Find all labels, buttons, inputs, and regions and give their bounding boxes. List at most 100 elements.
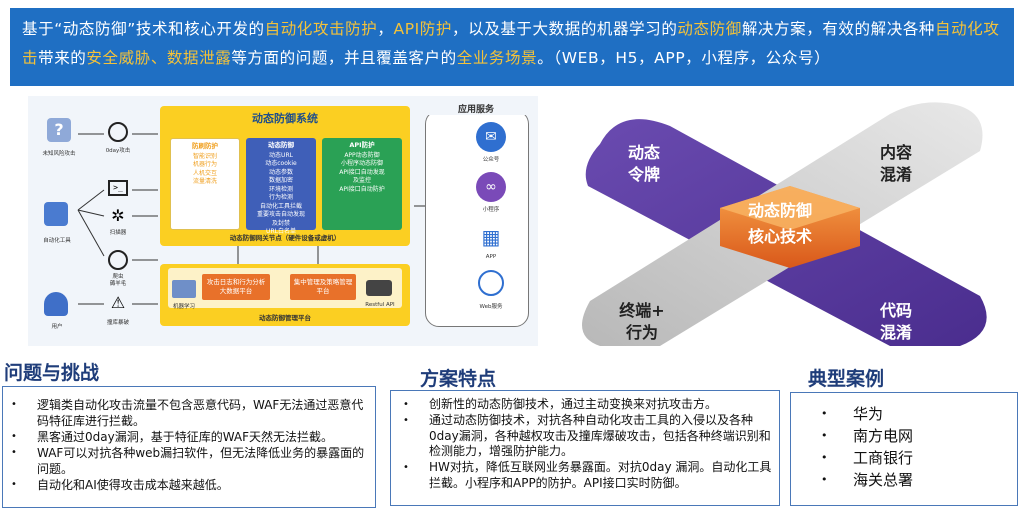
warning-icon: ⚠ (110, 293, 126, 312)
feature-item: • 创新性的动态防御技术，通过主动变换来对抗攻击方。 (391, 397, 779, 413)
case-item: •海关总署 (791, 469, 1017, 491)
machine-learning-label: 机器学习 (172, 304, 195, 310)
panel-dynamic-defense-title: 动态防御 (268, 141, 294, 149)
challenge-item-text: 逻辑类自动化攻击流量不包含恶意代码，WAF无法通过恶意代码特征库进行拦截。 (37, 398, 364, 428)
source-label-unknown: 未知风险攻击 (42, 151, 76, 157)
mini-program-icon: ∞ (476, 172, 506, 202)
panel-line: 人机交互 (192, 169, 217, 177)
banner-highlight: 安全威胁、数据泄露 (86, 49, 232, 67)
official-account-icon: ✉ (476, 122, 506, 152)
question-icon: ? (47, 118, 71, 142)
label-content-obfuscation: 内容 混淆 (866, 142, 926, 186)
bullet-icon: • (403, 399, 409, 410)
service-label-web: Web服务 (479, 304, 503, 310)
banner-highlight: 动态防御 (677, 20, 742, 38)
panel-line: 动态参数 (268, 168, 293, 176)
bullet-icon: • (821, 473, 828, 486)
terminal-icon: >_ (108, 180, 128, 196)
challenge-item: • WAF可以对抗各种web漏扫软件，但无法降低业务的暴露面的问题。 (3, 445, 375, 477)
case-item-text: 工商银行 (853, 449, 914, 467)
panel-line: 机器行为 (192, 161, 217, 168)
case-item-text: 华为 (853, 405, 884, 423)
label-dynamic-token: 动态 令牌 (614, 142, 674, 186)
challenges-box: • 逻辑类自动化攻击流量不包含恶意代码，WAF无法通过恶意代码特征库进行拦截。 • 黑… (2, 386, 376, 508)
feature-item-text: 创新性的动态防御技术，通过主动变换来对抗攻击方。 (429, 397, 718, 411)
challenge-item-text: 黑客通过0day漏洞，基于特征库的WAF天然无法拦截。 (37, 430, 334, 444)
banner-text: 等方面的问题，并且覆盖客户的 (231, 49, 457, 67)
label-dynamic-token-2: 令牌 (627, 165, 660, 184)
core-tech-line1: 动态防御 (747, 201, 812, 220)
label-code-obfuscation-2: 混淆 (879, 323, 912, 342)
challenge-item-text: 自动化和AI使得攻击成本越来越低。 (37, 478, 229, 492)
panel-line: API接口自动发现 (339, 168, 385, 176)
feature-item: •HW对抗，降低互联网业务暴露面。对抗0day 漏洞。自动化工具拦截。小程序和A… (391, 460, 779, 492)
app-icon: ▦ (481, 225, 501, 249)
machine-learning-icon (172, 280, 196, 298)
policy-platform-box: 集中管理及策略管理 平台 (290, 274, 356, 300)
threat-label-0day: 0day攻击 (105, 148, 131, 154)
label-dynamic-token-1: 动态 (627, 143, 660, 162)
challenge-item-text: WAF可以对抗各种web漏扫软件，但无法降低业务的暴露面的问题。 (37, 446, 365, 476)
challenges-title: 问题与挑战 (4, 362, 100, 384)
bullet-icon: • (11, 447, 17, 458)
bullet-icon: • (11, 399, 17, 410)
banner-highlight: 全业务场景 (456, 49, 538, 67)
case-item: •南方电网 (791, 425, 1017, 447)
header-banner: 基于“动态防御”技术和核心开发的自动化攻击防护，API防护，以及基于大数据的机器… (10, 8, 1014, 86)
globe-icon (108, 250, 128, 270)
panel-line: 动态cookie (265, 160, 297, 167)
service-label-official-account: 公众号 (482, 157, 500, 163)
label-code-obfuscation-1: 代码 (879, 301, 912, 320)
label-content-obfuscation-2: 混淆 (879, 165, 912, 184)
panel-line: 重要攻击自动发现 (256, 211, 305, 218)
bullet-icon: • (821, 407, 828, 420)
panel-anti-brush: 防刷防护 智能识别机器行为人机交互流量清洗 (170, 138, 240, 230)
case-item: • 华为 (791, 403, 1017, 425)
service-label-app: APP (485, 254, 497, 260)
label-code-obfuscation: 代码 混淆 (866, 300, 926, 344)
challenge-item: • 逻辑类自动化攻击流量不包含恶意代码，WAF无法通过恶意代码特征库进行拦截。 (3, 397, 375, 429)
core-tech-line2: 核心技术 (747, 227, 812, 246)
restful-api-icon (366, 280, 392, 296)
panel-line: 及监控 (352, 177, 371, 184)
bullet-icon: • (11, 479, 17, 490)
cases-box: •华为•南方电网•工商银行•海关总署 (790, 392, 1018, 506)
label-terminal-behavior-1: 终端+ (619, 301, 665, 320)
gateway-node-label: 动态防御网关节点（硬件设备或虚机） (229, 234, 341, 242)
label-content-obfuscation-1: 内容 (879, 143, 912, 162)
banner-text: ，以及基于大数据的机器学习的 (452, 20, 678, 38)
panel-line: 小程序动态防御 (340, 160, 383, 167)
web-service-icon (478, 270, 504, 296)
feature-item-text: 通过动态防御技术，对抗各种自动化攻击工具的入侵以及各种0day漏洞，各种越权攻击… (429, 412, 771, 459)
panel-line: 及封禁 (271, 219, 290, 227)
features-title: 方案特点 (420, 368, 497, 390)
bug-icon: ✲ (111, 206, 125, 225)
users-icon (44, 292, 68, 316)
banner-text: 。（WEB，H5，APP，小程序，公众号） (537, 49, 831, 67)
banner-text: 基于“动态防御”技术和核心开发的 (22, 20, 265, 38)
service-label-mini-program: 小程序 (482, 207, 500, 213)
panel-line: 环境检测 (268, 185, 293, 193)
threat-label-scanner: 扫描器 (109, 230, 127, 236)
threat-label-bruteforce: 撞库暴破 (106, 320, 129, 326)
banner-text: 解决方案，有效的解决各种 (741, 20, 936, 38)
cases-title: 典型案例 (808, 368, 885, 390)
banner-text: ， (377, 20, 394, 38)
panel-line: 动态URL (269, 151, 293, 159)
bullet-icon: • (821, 429, 828, 442)
bullet-icon: • (403, 462, 409, 474)
core-tech-cross (582, 102, 987, 346)
core-tech-label: 动态防御 核心技术 (720, 198, 840, 250)
panel-line: 行为检测 (268, 194, 293, 201)
analysis-platform-box: 攻击日志和行为分析 大数据平台 (202, 274, 270, 300)
panel-line: 智能识别 (192, 152, 217, 160)
threat-label-crawler: 爬虫 薅羊毛 (109, 274, 127, 287)
bullet-icon: • (403, 414, 409, 426)
management-platform-title: 动态防御管理平台 (259, 314, 311, 322)
panel-line: APP动态防御 (344, 151, 380, 159)
label-terminal-behavior-2: 行为 (625, 323, 658, 342)
features-list: • 创新性的动态防御技术，通过主动变换来对抗攻击方。 • 通过动态防御技术，对抗各种自… (391, 397, 779, 492)
